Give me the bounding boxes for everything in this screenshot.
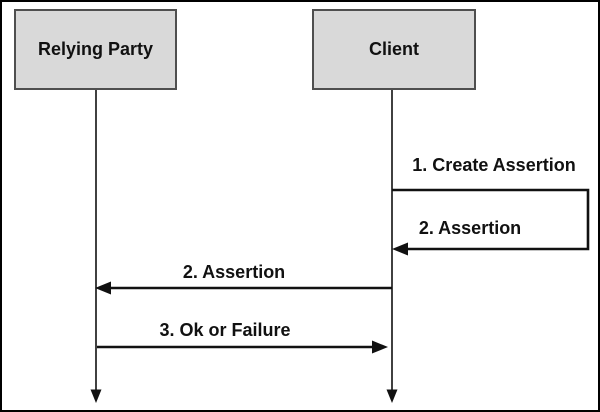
self-message-loop-line (392, 188, 590, 251)
message-label-assertion-to-relying-party: 2. Assertion (182, 262, 286, 282)
actor-label-relying-party: Relying Party (37, 39, 154, 59)
message-label-assertion-self-return: 2. Assertion (418, 218, 522, 238)
lifeline-relying-party-arrowhead-icon (90, 389, 102, 403)
actor-label-client: Client (368, 39, 419, 59)
actor-box-client: Client (312, 9, 476, 90)
message-label-create-assertion: 1. Create Assertion (412, 155, 576, 175)
message-label-ok-or-failure: 3. Ok or Failure (159, 320, 291, 340)
self-message-return-arrowhead-icon (392, 242, 408, 256)
message-assertion-arrowhead-icon (95, 281, 111, 295)
actor-box-relying-party: Relying Party (14, 9, 177, 90)
lifeline-client-arrowhead-icon (386, 389, 398, 403)
message-ok-failure-arrowhead-icon (372, 340, 388, 354)
